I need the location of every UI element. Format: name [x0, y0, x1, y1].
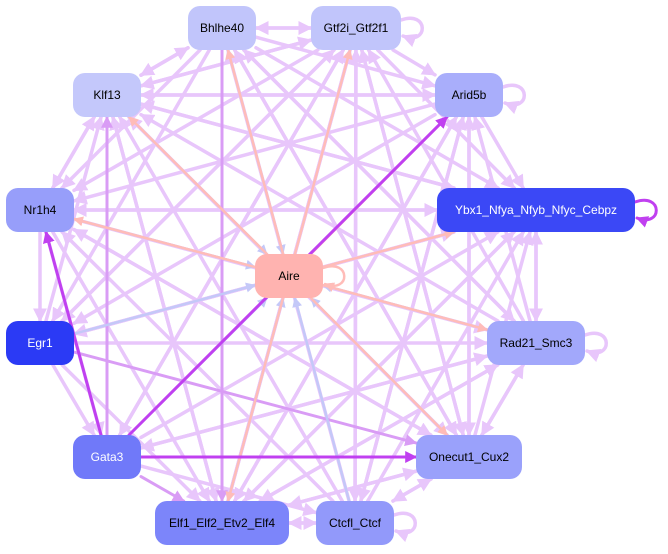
- node-box[interactable]: [188, 6, 256, 50]
- node-label: Aire: [278, 269, 300, 283]
- node-box[interactable]: [311, 6, 401, 50]
- edge-Rad21_Smc3-to-Klf13: [139, 112, 500, 323]
- self-loop-edge: [392, 511, 417, 543]
- edge-Gata3-to-Ybx1: [139, 230, 500, 440]
- node-nr1h4[interactable]: Nr1h4: [6, 188, 74, 232]
- edge-Gata3-to-Elf: [139, 475, 186, 503]
- node-gata3[interactable]: Gata3: [73, 435, 141, 479]
- node-box[interactable]: [6, 188, 74, 232]
- node-box[interactable]: [437, 188, 635, 232]
- edge-Egr1-to-Aire: [72, 282, 257, 336]
- node-label: Egr1: [27, 336, 53, 350]
- node-label: Nr1h4: [24, 203, 57, 217]
- node-label: Gata3: [91, 450, 124, 464]
- edge-Gata3-to-Ctcfl_Ctcf: [139, 464, 318, 517]
- edge-Ctcfl_Ctcf-to-Onecut1_Cux2: [391, 477, 433, 503]
- edge-Onecut1_Cux2-to-Nr1h4: [72, 227, 433, 437]
- edge-Egr1-to-Onecut1_Cux2: [72, 350, 418, 446]
- node-label: Gtf2i_Gtf2f1: [324, 21, 389, 35]
- edge-Rad21_Smc3-to-Gtf2i_Gtf2f1: [366, 48, 526, 323]
- edge-Aire-to-Elf: [225, 296, 285, 503]
- edge-Ctcfl_Ctcf-to-Gtf2i_Gtf2f1: [348, 48, 363, 503]
- node-label: Klf13: [93, 88, 121, 102]
- node-egr1[interactable]: Egr1: [6, 321, 74, 365]
- edge-Gtf2i_Gtf2f1-to-Arid5b: [391, 48, 437, 77]
- edge-Ctcfl_Ctcf-to-Aire: [292, 296, 351, 503]
- edge-Elf-to-Arid5b: [232, 115, 459, 503]
- edge-Aire-to-Gtf2i_Gtf2f1: [293, 48, 353, 256]
- node-layer: Aire Bhlhe40 Gtf2i_Gtf2f1Arid5bYbx1_Nfya_N…: [6, 6, 635, 545]
- edge-Arid5b-to-Ybx1: [480, 115, 525, 190]
- edge-Ctcfl_Ctcf-to-Klf13: [117, 115, 345, 503]
- node-label: Bhlhe40: [200, 21, 244, 35]
- self-loop-edge: [399, 16, 424, 48]
- node-onecut1_cux2[interactable]: Onecut1_Cux2: [416, 435, 522, 479]
- node-box[interactable]: [487, 321, 585, 365]
- node-box[interactable]: [435, 73, 503, 117]
- node-box[interactable]: [255, 254, 323, 298]
- edge-Aire-to-Rad21_Smc3: [321, 283, 489, 333]
- self-loop-edge: [583, 331, 608, 363]
- edge-Klf13-to-Bhlhe40: [139, 46, 190, 77]
- edge-Onecut1_Cux2-to-Rad21_Smc3: [480, 363, 525, 437]
- edge-Aire-to-Ybx1: [321, 229, 455, 269]
- edge-layer: [33, 16, 658, 543]
- edge-Arid5b-to-Egr1: [72, 112, 437, 326]
- edge-Rad21_Smc3-to-Gata3: [139, 354, 489, 452]
- node-arid5b[interactable]: Arid5b: [435, 73, 503, 117]
- node-aire[interactable]: Aire: [255, 254, 323, 298]
- node-elf[interactable]: Elf1_Elf2_Etv2_Elf4: [155, 501, 289, 545]
- edge-Egr1-to-Gata3: [51, 363, 96, 437]
- edge-Aire-to-Onecut1_Cux2: [309, 296, 449, 437]
- self-loop-edge: [501, 83, 526, 115]
- edge-Ybx1-to-Klf13: [139, 100, 456, 190]
- node-box[interactable]: [73, 73, 141, 117]
- edge-Aire-to-Klf13: [127, 115, 269, 256]
- node-label: Ybx1_Nfya_Nfyb_Nfyc_Cebpz: [455, 203, 617, 217]
- node-bhlhe40[interactable]: Bhlhe40: [188, 6, 256, 50]
- node-box[interactable]: [155, 501, 289, 545]
- node-label: Arid5b: [452, 88, 487, 102]
- node-klf13[interactable]: Klf13: [73, 73, 141, 117]
- self-loop-edge: [321, 265, 346, 292]
- node-box[interactable]: [316, 501, 394, 545]
- node-box[interactable]: [6, 321, 74, 365]
- node-ctcfl_ctcf[interactable]: Ctcfl_Ctcf: [316, 501, 394, 545]
- node-label: Onecut1_Cux2: [429, 450, 509, 464]
- node-label: Rad21_Smc3: [500, 336, 573, 350]
- node-label: Ctcfl_Ctcf: [329, 516, 382, 530]
- node-rad21_smc3[interactable]: Rad21_Smc3: [487, 321, 585, 365]
- edge-Aire-to-Nr1h4: [72, 216, 257, 269]
- edge-Nr1h4-to-Klf13: [51, 115, 96, 190]
- node-gtf2i_gtf2f1[interactable]: Gtf2i_Gtf2f1: [311, 6, 401, 50]
- edge-Onecut1_Cux2-to-Elf: [287, 469, 418, 509]
- edge-Aire-to-Bhlhe40: [225, 48, 285, 256]
- node-box[interactable]: [416, 435, 522, 479]
- self-loop-edge: [633, 198, 658, 228]
- node-label: Elf1_Elf2_Etv2_Elf4: [169, 516, 275, 530]
- edge-Onecut1_Cux2-to-Bhlhe40: [232, 48, 459, 437]
- node-box[interactable]: [73, 435, 141, 479]
- node-ybx1[interactable]: Ybx1_Nfya_Nfyb_Nfyc_Cebpz: [437, 188, 635, 232]
